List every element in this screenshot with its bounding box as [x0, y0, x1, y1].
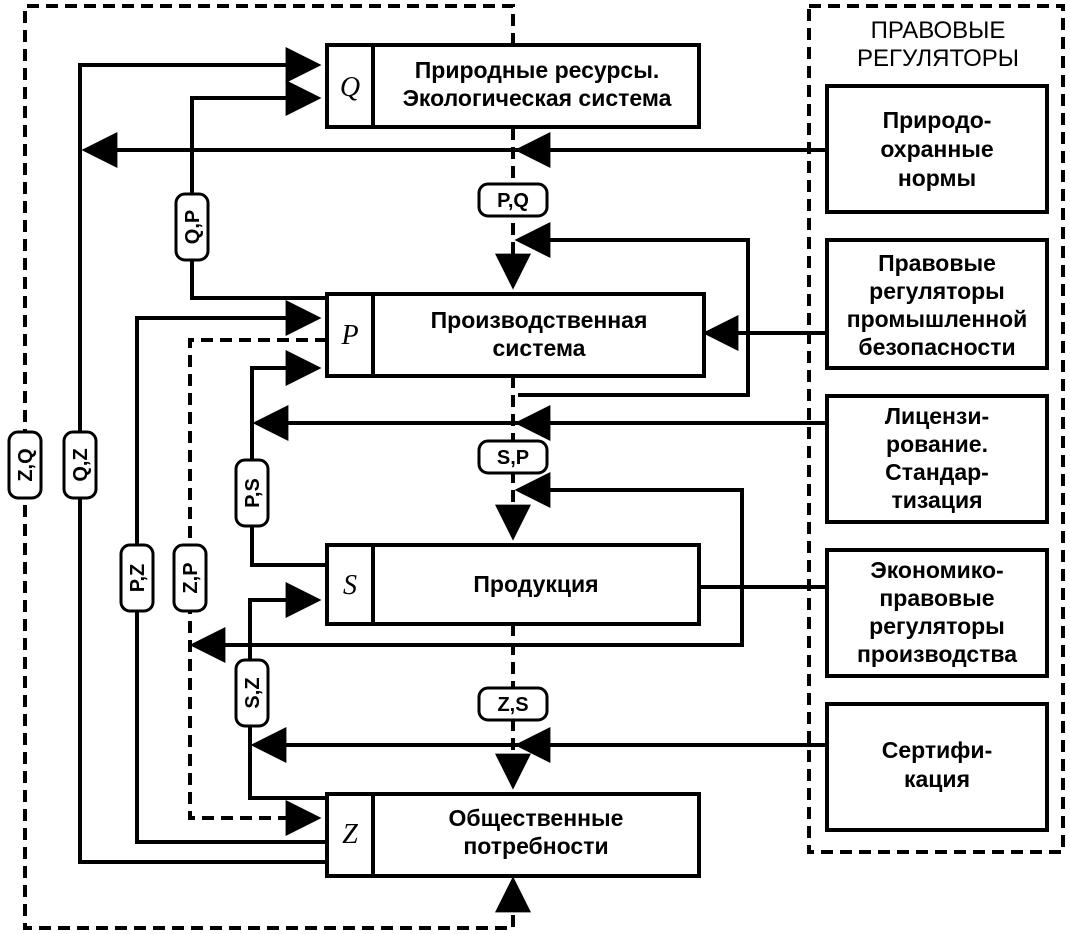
regulator-box-nature-protection: Природо- охранные нормы [825, 84, 1049, 214]
regulator-4-line2: правовые [879, 585, 994, 611]
regulator-5-line1: Сертифи- [882, 737, 992, 763]
tag-qp: Q,P [174, 192, 210, 262]
tag-zq-text: Z,Q [15, 448, 37, 481]
regulator-3-line2: рование. [886, 431, 988, 457]
tag-qz-text: Q,Z [70, 448, 92, 481]
regulator-1-line2: охранные [880, 136, 993, 162]
regulator-2-line2: регуляторы [869, 278, 1005, 304]
connection-lines [23, 4, 827, 930]
zp-loop-line [188, 338, 327, 836]
regulators-title-line2: РЕГУЛЯТОРЫ [857, 45, 1019, 72]
system-letter-z: Z [342, 819, 358, 850]
system-label-q-line2: Экологическая система [403, 85, 672, 111]
system-label-z-line1: Общественные [449, 805, 624, 831]
system-box-s: S Продукция [325, 543, 701, 626]
system-label-p-line1: Производственная [431, 307, 648, 333]
tag-ps: P,S [234, 458, 270, 528]
regulator-box-economic-legal: Экономико- правовые регуляторы производс… [825, 548, 1049, 678]
tag-pz-text: P,Z [127, 564, 149, 593]
tag-pq-text: P,Q [497, 190, 529, 212]
regulator-box-industrial-safety: Правовые регуляторы промышленной безопас… [825, 238, 1049, 370]
system-box-p: P Производственная система [325, 292, 706, 378]
tag-sz-text: S,Z [242, 677, 264, 708]
regulator-box-licensing: Лицензи- рование. Стандар- тизация [825, 394, 1049, 524]
regulator-4-line3: регуляторы [869, 613, 1005, 639]
tag-pq: P,Q [477, 182, 549, 218]
regulator-2-line1: Правовые [878, 250, 996, 276]
qp-loop-line [190, 80, 327, 300]
tag-qz: Q,Z [62, 430, 98, 500]
regulator-box-certification: Сертифи- кация [825, 702, 1049, 832]
regulators-title-line1: ПРАВОВЫЕ [871, 17, 1006, 44]
regulator-5-line2: кация [904, 766, 970, 792]
regulator-3-line3: Стандар- [885, 459, 989, 485]
system-letter-s: S [343, 570, 357, 601]
reg4-up [514, 472, 744, 587]
tag-ps-text: P,S [242, 478, 264, 508]
regulator-4-line1: Экономико- [870, 557, 1003, 583]
tag-qp-text: Q,P [182, 210, 204, 244]
system-letter-q: Q [340, 72, 360, 103]
tag-zs-text: Z,S [497, 694, 528, 716]
tag-zs: Z,S [477, 686, 549, 722]
system-label-z-line2: потребности [463, 833, 608, 859]
tag-sp: S,P [477, 439, 549, 475]
system-label-s-line1: Продукция [473, 571, 598, 597]
qz-loop-line [78, 47, 327, 864]
pz-loop-line [135, 300, 327, 844]
regulators-panel: ПРАВОВЫЕ РЕГУЛЯТОРЫ Природо- охранные но… [807, 4, 1065, 854]
regulator-1-line1: Природо- [883, 107, 992, 133]
regulator-2-line4: безопасности [858, 334, 1015, 360]
tag-sp-text: S,P [497, 447, 529, 469]
reg4-down [189, 587, 744, 663]
regulator-4-line4: производства [857, 641, 1017, 667]
system-label-q-line1: Природные ресурсы. [415, 57, 660, 83]
regulator-2-line3: промышленной [847, 306, 1028, 332]
tag-pz: P,Z [119, 543, 155, 613]
regulator-3-line4: тизация [891, 487, 982, 513]
tag-zp-text: Z,P [180, 562, 202, 593]
system-letter-p: P [340, 320, 358, 351]
regulator-3-line1: Лицензи- [885, 403, 989, 429]
reg2-loop [514, 222, 750, 397]
system-label-p-line2: система [493, 335, 586, 361]
tag-zp: Z,P [172, 543, 208, 613]
system-box-z: Z Общественные потребности [325, 792, 701, 878]
tag-sz: S,Z [234, 658, 270, 728]
regulator-1-line3: нормы [898, 165, 976, 191]
system-box-q: Q Природные ресурсы. Экологическая систе… [325, 43, 701, 129]
tag-zq: Z,Q [7, 430, 43, 500]
